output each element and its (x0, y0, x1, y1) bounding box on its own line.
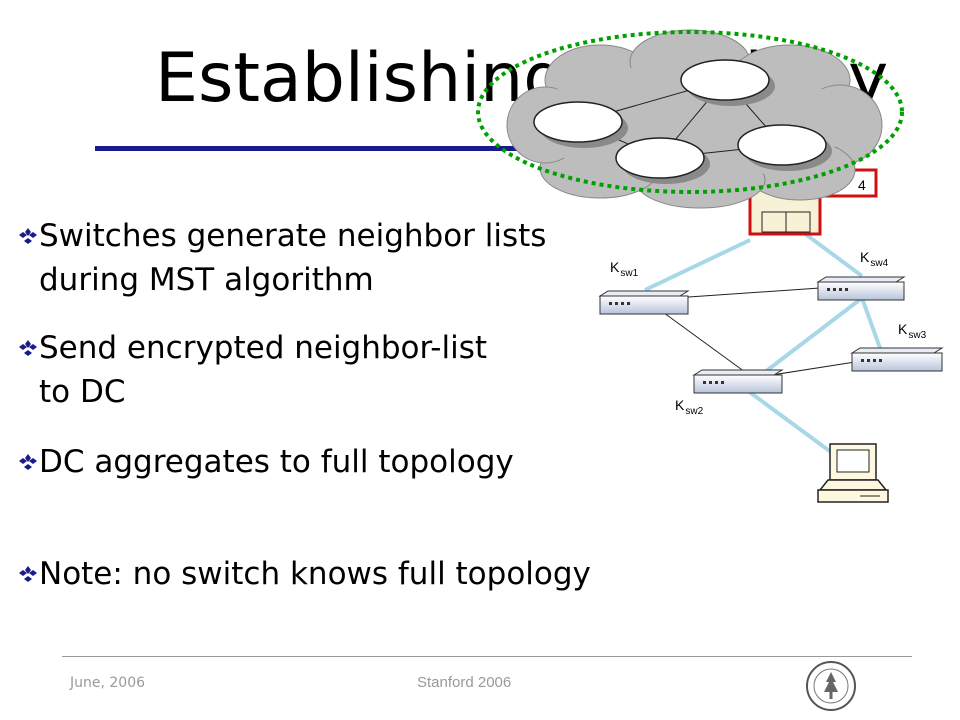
bullet-text: Note: no switch knows full topology (39, 556, 591, 592)
bullet-text: Switches generate neighbor lists (39, 218, 547, 254)
bullet-text-cont: to DC (39, 374, 126, 410)
switch-label-sw3: Ksw3 (898, 321, 927, 341)
switch-label-sw2: Ksw2 (675, 397, 704, 417)
diamond-bullet-icon (19, 566, 37, 582)
bullet-text-cont: during MST algorithm (39, 262, 374, 298)
switch-sw3 (850, 347, 944, 372)
bullet-text: Send encrypted neighbor-list (39, 330, 488, 366)
bullet-item: Send encrypted neighbor-list to DC (15, 326, 715, 414)
switch-label-sw1: Ksw1 (610, 259, 639, 279)
footer-divider (62, 656, 912, 657)
diamond-bullet-icon (19, 228, 37, 244)
bullet-text: DC aggregates to full topology (39, 444, 514, 480)
dc-cloud (476, 29, 904, 209)
tree-links (644, 228, 882, 457)
university-seal-icon (806, 661, 856, 711)
switch-sw4 (816, 276, 906, 301)
computer-icon (817, 443, 889, 503)
title-underline (95, 146, 595, 151)
footer-date: June, 2006 (70, 675, 146, 691)
diamond-bullet-icon (19, 454, 37, 470)
bullet-item: Switches generate neighbor lists during … (15, 214, 715, 302)
switch-sw2 (692, 369, 784, 394)
switch-label-sw4: Ksw4 (860, 249, 889, 269)
bullet-item: Note: no switch knows full topology (15, 552, 775, 596)
diamond-bullet-icon (19, 340, 37, 356)
dc-key-fragment: 4 (858, 177, 866, 193)
switch-sw1 (598, 290, 690, 315)
bullet-item: DC aggregates to full topology (15, 440, 715, 484)
footer-center-text: Stanford 2006 (417, 674, 512, 691)
